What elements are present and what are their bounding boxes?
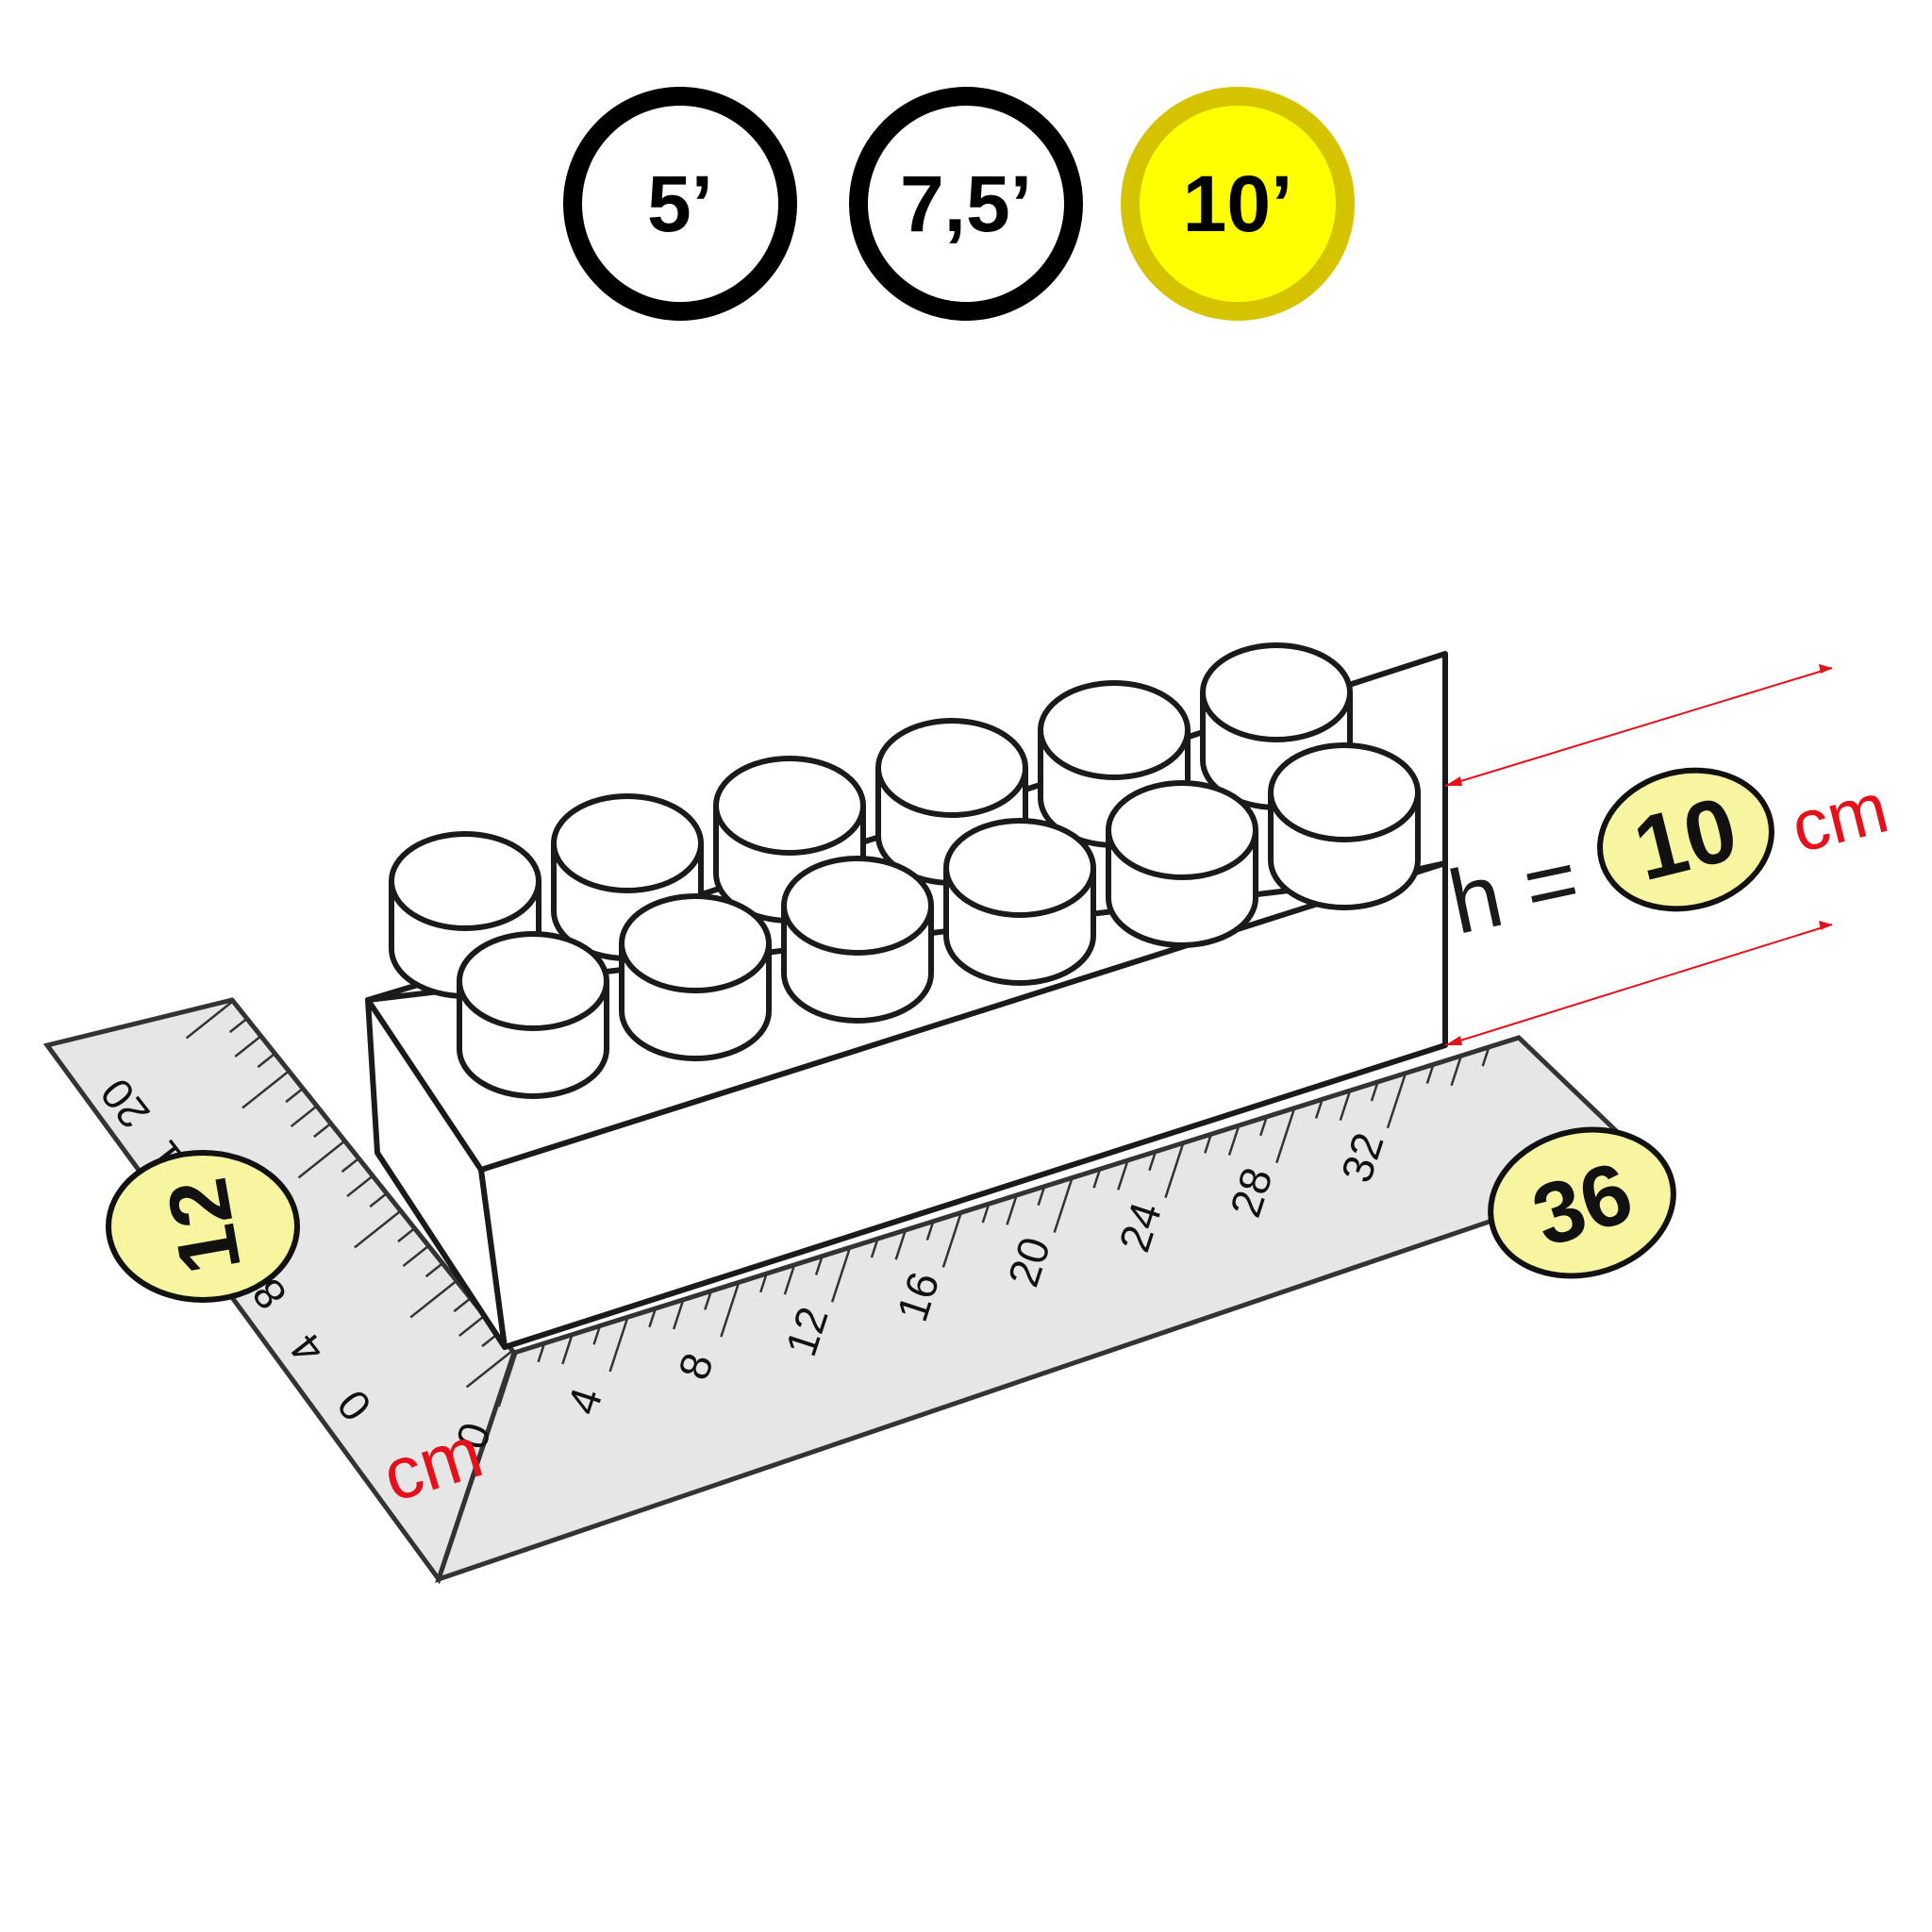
ruler-tick — [672, 1298, 685, 1330]
height-value: 10 — [1624, 778, 1746, 901]
ruler-tick — [894, 1228, 908, 1260]
brick-stud — [781, 856, 934, 1024]
ruler-tick — [1275, 1107, 1296, 1164]
ruler-tick — [297, 1141, 345, 1179]
brick-stud — [943, 818, 1096, 986]
ruler-tick — [1339, 1089, 1352, 1122]
height-prefix: h = — [1441, 828, 1587, 954]
ruler-tick — [1227, 1124, 1241, 1156]
ruler-tick — [1258, 1115, 1269, 1137]
ruler-tick — [1481, 1045, 1491, 1067]
size-option-label: 10’ — [1182, 158, 1293, 248]
ruler-tick — [346, 1175, 374, 1198]
ruler-tick — [354, 1210, 401, 1249]
ruler-tick — [1386, 1072, 1407, 1129]
ruler-tick — [497, 1350, 519, 1407]
ruler-tick — [313, 1123, 331, 1139]
depth-badge-value: 12 — [150, 1172, 259, 1281]
ruler-tick — [1204, 1133, 1213, 1154]
ruler-tick — [561, 1333, 575, 1365]
ruler-tick — [453, 1297, 472, 1313]
height-unit: cm — [1784, 767, 1896, 868]
ruler-tick — [369, 1192, 388, 1208]
size-option-label: 5’ — [646, 158, 714, 248]
ruler-tick — [341, 1158, 359, 1174]
ruler-tick — [465, 1350, 513, 1389]
ruler-tick — [290, 1106, 317, 1128]
ruler-tick — [458, 1315, 486, 1338]
ruler-tick — [1037, 1185, 1046, 1207]
length-badge: 36 — [1488, 1126, 1676, 1279]
ruler-tick — [1425, 1063, 1435, 1084]
brick-stud — [1268, 742, 1421, 910]
toy-brick — [365, 642, 1448, 1350]
ruler-tick — [941, 1211, 963, 1268]
ruler-tick — [608, 1315, 629, 1373]
ruler-tick — [925, 1220, 935, 1241]
ruler-tick — [1314, 1098, 1324, 1119]
brick-studs — [389, 642, 1421, 1099]
ruler-tick — [242, 1071, 290, 1109]
ruler-tick — [783, 1263, 796, 1295]
height-value-badge — [1597, 767, 1774, 912]
ruler-tick — [397, 1227, 415, 1243]
ruler-tick — [234, 1036, 261, 1058]
ruler-tick — [425, 1262, 443, 1278]
ruler-tick — [228, 1018, 247, 1034]
brick-stud — [1106, 780, 1258, 948]
depth-badge: 12 — [106, 1150, 300, 1303]
ruler-tick — [814, 1255, 824, 1275]
ruler-tick — [648, 1307, 658, 1328]
brick-stud — [457, 931, 609, 1099]
ruler-tick — [720, 1280, 741, 1338]
ruler-tick — [758, 1272, 769, 1293]
ruler-tick — [1164, 1141, 1185, 1198]
length-ruler-ticks — [497, 1045, 1491, 1407]
ruler-tick — [1117, 1158, 1129, 1191]
ruler-tick — [830, 1245, 852, 1303]
ruler-tick — [409, 1280, 458, 1319]
ruler-tick — [1148, 1150, 1158, 1172]
ruler-tick — [185, 1001, 233, 1040]
ruler-tick — [1092, 1167, 1102, 1189]
depth-ruler-ticks — [185, 1001, 513, 1389]
ruler-tick — [537, 1341, 546, 1363]
ruler-tick — [285, 1088, 304, 1104]
ruler-tick — [704, 1290, 713, 1310]
ruler-tick — [592, 1324, 602, 1345]
brick-stud — [619, 893, 772, 1061]
height-dimension: h = 10 cm — [1441, 664, 1896, 1046]
ruler-tick — [1053, 1176, 1074, 1233]
ruler-tick — [1006, 1193, 1019, 1225]
ruler-tick — [402, 1245, 429, 1268]
size-option-label: 7,5’ — [899, 158, 1033, 248]
ruler-tick — [1450, 1055, 1463, 1087]
ruler-tick — [257, 1053, 275, 1069]
ruler-tick — [981, 1202, 991, 1224]
ruler-tick — [870, 1237, 879, 1258]
ruler-tick — [1370, 1080, 1379, 1102]
